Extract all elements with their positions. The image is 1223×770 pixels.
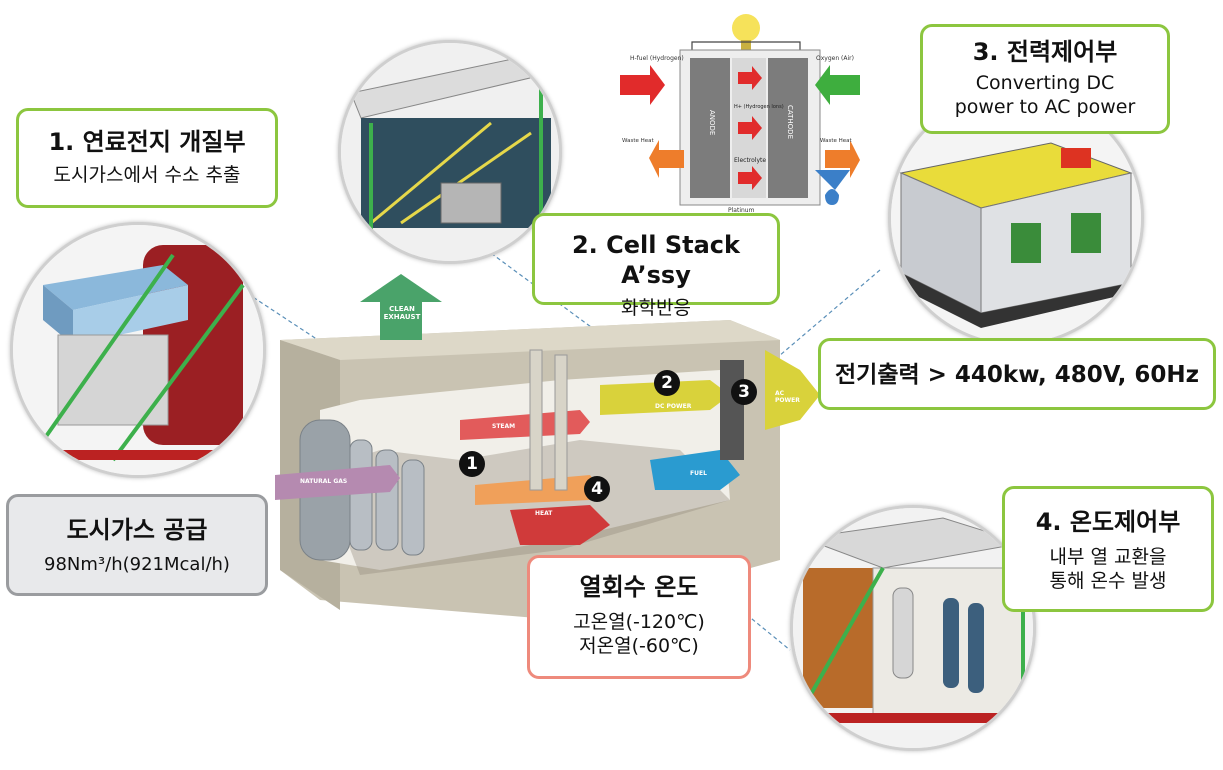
gas-supply-callout: 도시가스 공급 98Nm³/h(921Mcal/h) xyxy=(6,494,268,596)
svg-text:CATHODE: CATHODE xyxy=(786,105,794,139)
svg-text:Platinum: Platinum xyxy=(728,207,755,214)
power-output-callout: 전기출력 > 440kw, 480V, 60Hz xyxy=(818,338,1216,410)
cathode-plate xyxy=(768,58,808,198)
ac-power-arrow xyxy=(765,350,820,430)
svg-text:H-fuel (Hydrogen): H-fuel (Hydrogen) xyxy=(630,55,684,62)
ac-power-label: AC POWER xyxy=(775,390,800,404)
temperature-control-desc-1: 내부 열 교환을 xyxy=(1049,546,1167,568)
reformer-detail-image xyxy=(10,222,266,478)
power-control-desc-1: Converting DC xyxy=(975,72,1115,94)
cell-stack-detail-image xyxy=(338,40,562,264)
waste-left-arrow xyxy=(649,140,684,178)
marker-2: 2 xyxy=(654,370,680,396)
svg-text:Waste Heat: Waste Heat xyxy=(622,138,655,144)
power-output-text: 전기출력 > 440kw, 480V, 60Hz xyxy=(835,362,1199,388)
svg-text:Electrolyte: Electrolyte xyxy=(734,157,766,164)
temperature-control-desc-2: 통해 온수 발생 xyxy=(1049,570,1167,592)
gas-supply-title: 도시가스 공급 xyxy=(66,516,208,544)
natural-gas-label: NATURAL GAS xyxy=(300,478,348,485)
oxygen-in-arrow xyxy=(815,65,860,105)
power-control-callout: 3. 전력제어부 Converting DC power to AC power xyxy=(920,24,1170,134)
fuel-reformer-callout: 1. 연료전지 개질부 도시가스에서 수소 추출 xyxy=(16,108,278,208)
natural-gas-arrow xyxy=(275,465,400,500)
fuel-reformer-title: 1. 연료전지 개질부 xyxy=(48,128,246,156)
marker-1: 1 xyxy=(459,451,485,477)
water-out-arrow xyxy=(815,170,850,190)
fuel-reformer-desc: 도시가스에서 수소 추출 xyxy=(53,164,241,186)
svg-text:H+ (Hydrogen Ions): H+ (Hydrogen Ions) xyxy=(734,104,784,110)
cell-stack-desc: 화학반응 xyxy=(621,297,691,319)
temperature-control-callout: 4. 온도제어부 내부 열 교환을 통해 온수 발생 xyxy=(1002,486,1214,612)
dc-power-label: DC POWER xyxy=(655,403,692,410)
gas-supply-rate: 98Nm³/h(921Mcal/h) xyxy=(44,554,230,575)
heat-recovery-high: 고온열(-120℃) xyxy=(573,611,705,633)
heat-control-detail-image xyxy=(790,505,1036,751)
heat-label: HEAT xyxy=(535,510,553,517)
marker-3: 3 xyxy=(731,379,757,405)
heat-box xyxy=(510,505,610,545)
fuel-in-arrow xyxy=(620,65,665,105)
water-box xyxy=(650,450,740,490)
connector-line-2 xyxy=(479,244,661,379)
clean-exhaust-label: CLEAN EXHAUST xyxy=(383,305,421,321)
svg-text:ANODE: ANODE xyxy=(708,110,716,135)
water-drop-icon xyxy=(825,189,839,205)
power-control-title: 3. 전력제어부 xyxy=(972,38,1118,66)
heat-recovery-title: 열회수 온도 xyxy=(579,573,699,601)
anode-plate xyxy=(690,58,730,198)
fuel-cell-container-illustration xyxy=(275,320,820,620)
heat-recovery-low: 저온열(-60℃) xyxy=(579,635,699,657)
waste-right-arrow xyxy=(825,140,860,178)
temperature-control-title: 4. 온도제어부 xyxy=(1035,508,1181,536)
heat-recovery-callout: 열회수 온도 고온열(-120℃) 저온열(-60℃) xyxy=(527,555,751,679)
marker-4: 4 xyxy=(584,476,610,502)
clean-exhaust-arrow xyxy=(360,274,442,340)
dc-power-arrow xyxy=(600,380,730,415)
cell-stack-title: 2. Cell Stack A’ssy xyxy=(571,231,740,289)
lightbulb-icon xyxy=(732,14,760,42)
cell-stack-callout: 2. Cell Stack A’ssy 화학반응 xyxy=(532,213,780,319)
fuel-cell-principle-diagram: H-fuel (Hydrogen) Oxygen (Air) ANODE CAT… xyxy=(620,14,860,214)
svg-text:Oxygen (Air): Oxygen (Air) xyxy=(816,55,854,62)
power-control-desc-2: power to AC power xyxy=(954,96,1136,118)
fuel-label: FUEL xyxy=(690,470,707,477)
svg-text:Waste Heat: Waste Heat xyxy=(820,138,853,144)
steam-label: STEAM xyxy=(492,423,516,430)
